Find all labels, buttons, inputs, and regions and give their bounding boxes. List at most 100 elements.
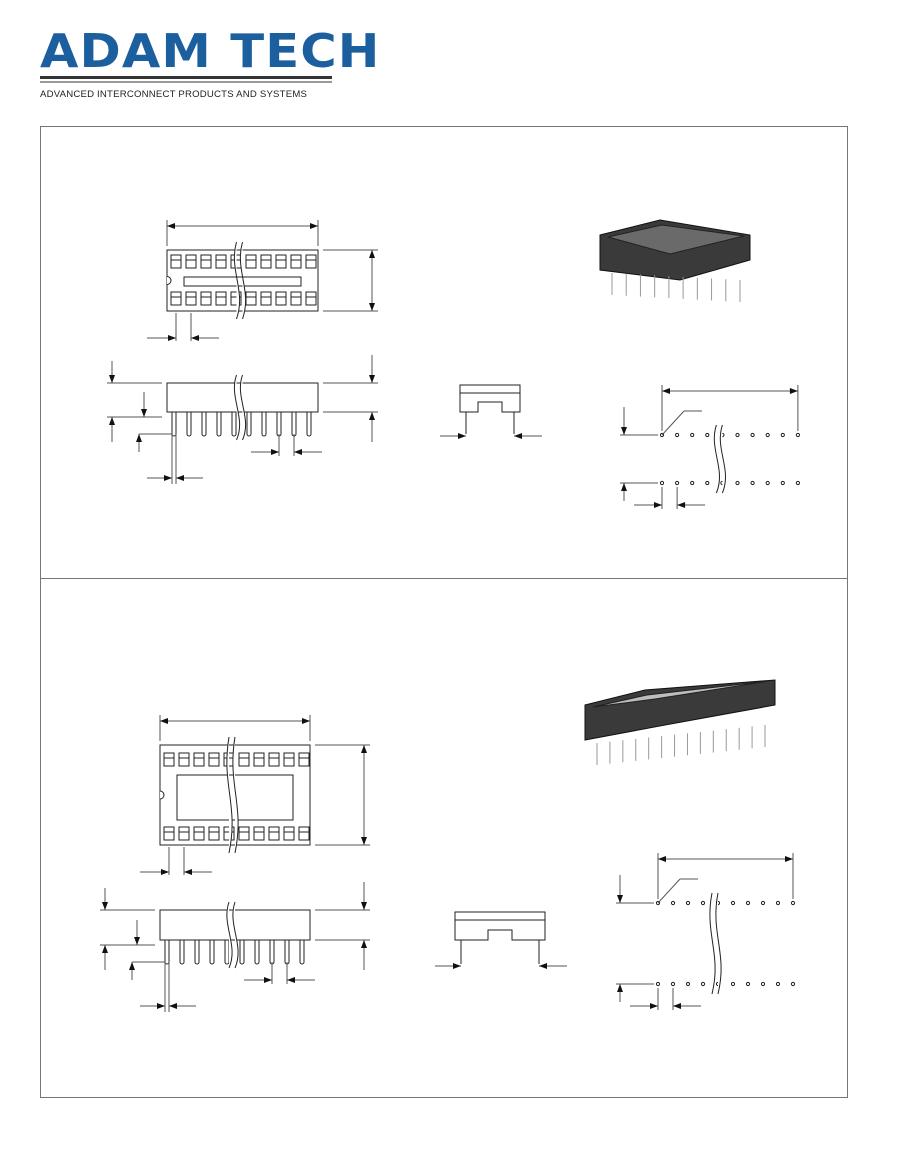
dimension-arrow xyxy=(514,433,522,439)
contact-cell xyxy=(163,826,175,841)
pcb-hole xyxy=(659,480,665,486)
dimension-arrow xyxy=(109,417,115,425)
contact-cell xyxy=(275,254,287,269)
pcb-hole xyxy=(730,981,736,987)
dimension-arrow xyxy=(654,502,662,508)
logo-name: ADAM TECH xyxy=(40,24,381,78)
break-line xyxy=(232,736,239,854)
dimension-arrow xyxy=(789,388,798,394)
pin xyxy=(164,940,170,965)
contact-cell xyxy=(170,254,182,269)
pin xyxy=(201,412,207,437)
pin xyxy=(216,412,222,437)
contact-cell xyxy=(200,291,212,306)
pcb-hole xyxy=(705,480,710,486)
pcb-hole xyxy=(745,900,751,906)
dimension-arrow xyxy=(662,388,670,394)
contact-cell xyxy=(245,291,257,306)
pcb-hole xyxy=(675,432,680,438)
dimension-arrow xyxy=(134,937,140,945)
socket-product-photo xyxy=(584,679,776,741)
socket-end-view xyxy=(454,911,546,941)
contact-cell xyxy=(253,752,265,767)
pcb-hole xyxy=(675,480,680,486)
contact-cell xyxy=(290,291,302,306)
pin xyxy=(224,940,230,965)
dimension-arrow xyxy=(658,856,666,862)
pin xyxy=(186,412,192,437)
contact-cell xyxy=(253,826,265,841)
dimension-arrow xyxy=(161,869,169,875)
dimension-arrow xyxy=(264,977,272,983)
socket-photo-top xyxy=(592,680,770,708)
contact-cell xyxy=(238,752,250,767)
dimension-arrow xyxy=(191,335,199,341)
logo-rule xyxy=(40,76,332,79)
dimension-arrow xyxy=(361,940,367,948)
contact-cell xyxy=(283,752,295,767)
dimension-arrow xyxy=(361,902,367,910)
pcb-hole xyxy=(705,432,710,438)
dimension-arrow xyxy=(287,977,295,983)
company-logo: ADAM TECH ADVANCED INTERCONNECT PRODUCTS… xyxy=(40,28,379,100)
contact-cell xyxy=(193,752,205,767)
pcb-hole xyxy=(790,981,796,987)
pcb-hole xyxy=(775,981,781,987)
pin xyxy=(284,940,290,965)
pin xyxy=(194,940,200,965)
pcb-hole xyxy=(685,981,691,987)
pin xyxy=(269,940,275,965)
contact-cell xyxy=(163,752,175,767)
pcb-hole xyxy=(670,900,676,906)
contact-cell xyxy=(260,254,272,269)
dimension-arrow xyxy=(369,412,375,420)
dimension-arrow xyxy=(136,434,142,442)
contact-cell xyxy=(178,826,190,841)
dimension-arrow xyxy=(160,718,168,724)
pcb-hole xyxy=(775,900,781,906)
contact-cell xyxy=(305,254,317,269)
dimension-arrow xyxy=(458,433,466,439)
dimension-arrow xyxy=(361,837,367,845)
leader-line xyxy=(661,410,685,436)
pcb-hole xyxy=(730,900,736,906)
contact-cell xyxy=(305,291,317,306)
contact-cell xyxy=(268,752,280,767)
break-line xyxy=(239,374,247,441)
pcb-hole xyxy=(655,981,661,987)
dimension-arrow xyxy=(650,1003,658,1009)
contact-cell xyxy=(215,254,227,269)
pin xyxy=(171,412,177,437)
break-line xyxy=(232,901,239,969)
pin1-notch xyxy=(166,276,172,285)
pcb-hole xyxy=(795,432,801,438)
break-line xyxy=(715,892,722,995)
dimension-arrow xyxy=(621,483,627,491)
contact-cell xyxy=(268,826,280,841)
pcb-hole xyxy=(765,480,770,486)
pcb-hole xyxy=(735,480,740,486)
dimension-arrow xyxy=(141,409,147,417)
break-line xyxy=(233,241,241,320)
dimension-arrow xyxy=(369,303,375,311)
dimension-arrow xyxy=(369,250,375,258)
contact-cell xyxy=(230,291,242,306)
pin xyxy=(291,412,297,437)
contact-cell xyxy=(178,752,190,767)
dimension-arrow xyxy=(102,902,108,910)
dimension-arrow xyxy=(294,449,302,455)
contact-cell xyxy=(298,826,310,841)
contact-cell xyxy=(275,291,287,306)
pin xyxy=(231,412,237,437)
dimension-arrow xyxy=(369,375,375,383)
break-line xyxy=(719,424,727,494)
contact-cell xyxy=(238,826,250,841)
dimension-arrow xyxy=(617,895,623,903)
pin xyxy=(239,940,245,965)
pcb-hole xyxy=(745,981,751,987)
contact-cell xyxy=(290,254,302,269)
pin xyxy=(179,940,185,965)
contact-cell xyxy=(260,291,272,306)
pcb-hole xyxy=(750,432,755,438)
